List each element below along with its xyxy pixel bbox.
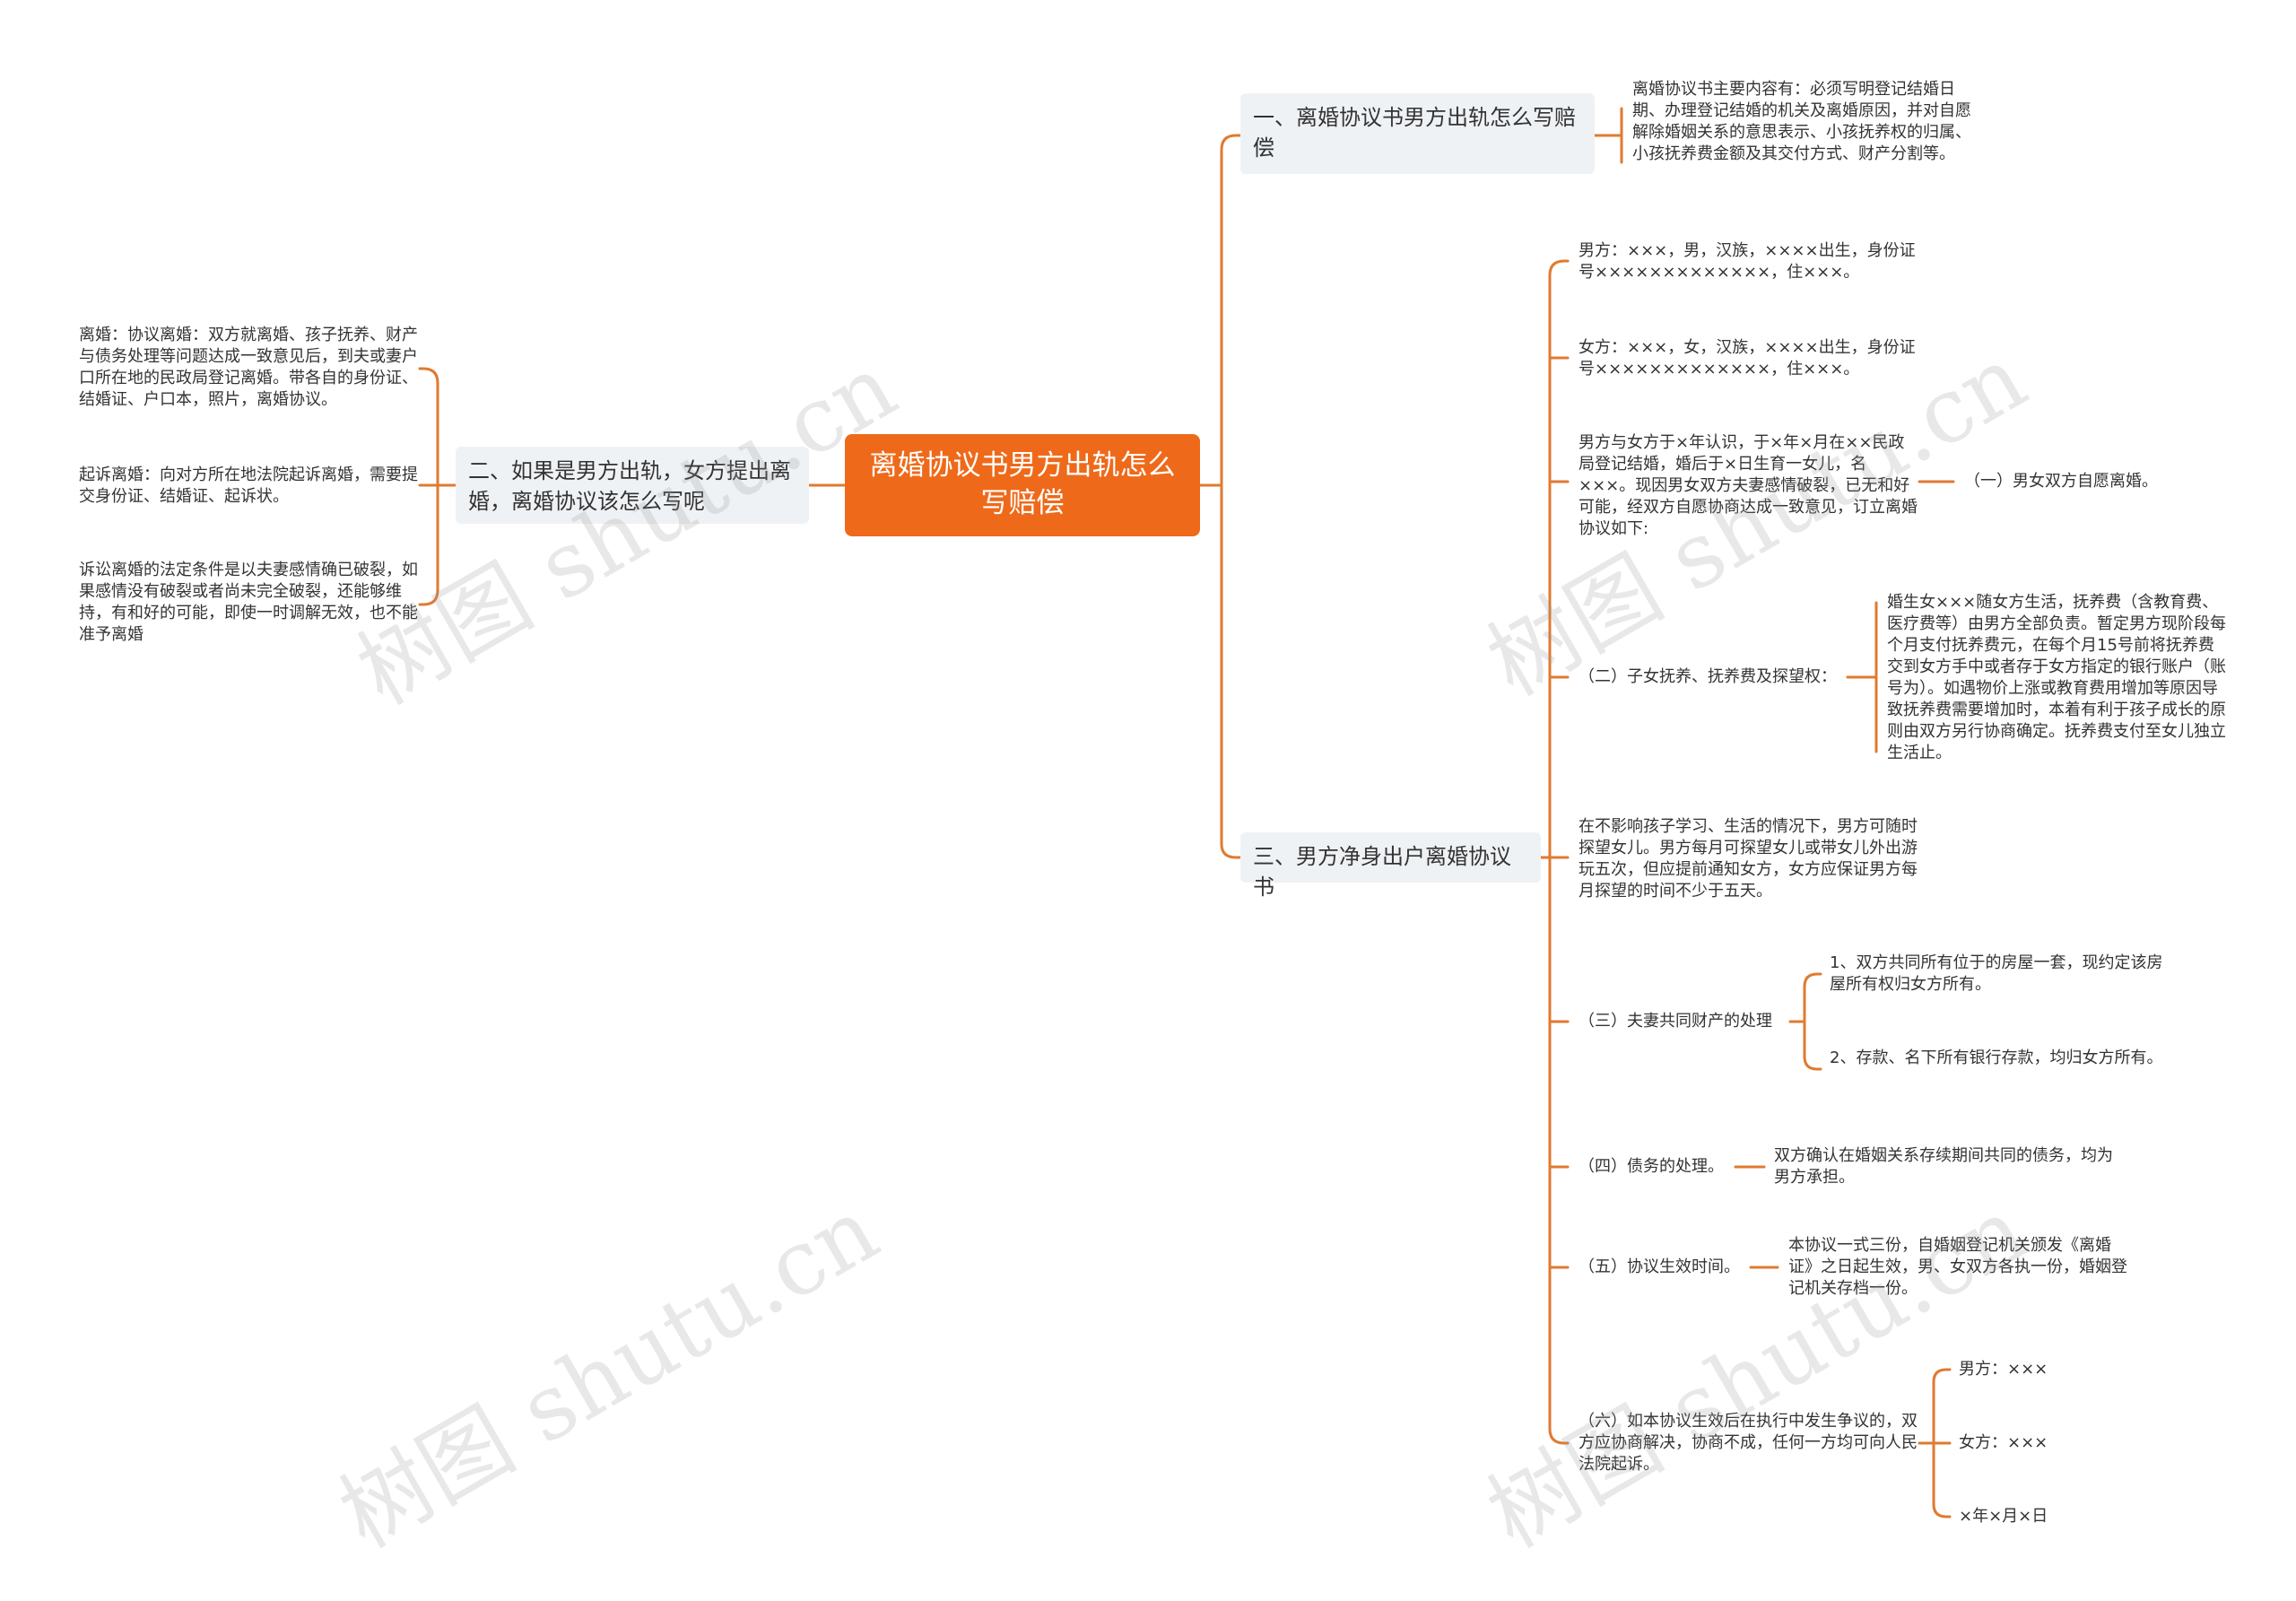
clause-4-detail: 双方确认在婚姻关系存续期间共同的债务，均为男方承担。 <box>1774 1146 2113 1187</box>
clause-2-detail: 婚生女×××随女方生活，抚养费（含教育费、医疗费等）由男方全部负责。暂定男方现阶… <box>1887 593 2226 762</box>
clause-5: （五）协议生效时间。 <box>1578 1257 1740 1276</box>
visitation-note: 在不影响孩子学习、生活的情况下，男方可随时探望女儿。男方每月可探望女儿或带女儿外… <box>1578 817 1918 901</box>
party-woman: 女方：×××，女，汉族，××××出生，身份证号×××××××××××××，住××… <box>1578 338 1916 378</box>
signature-man: 男方：××× <box>1959 1360 2048 1379</box>
clause-3-deposits: 2、存款、名下所有银行存款，均归女方所有。 <box>1830 1048 2163 1067</box>
signature-woman: 女方：××× <box>1959 1433 2048 1452</box>
marriage-background: 男方与女方于×年认识，于×年×月在××民政局登记结婚，婚后于×日生育一女儿，名×… <box>1578 433 1918 538</box>
clause-3-house: 1、双方共同所有位于的房屋一套，现约定该房屋所有权归女方所有。 <box>1830 953 2163 994</box>
clause-3: （三）夫妻共同财产的处理 <box>1578 1012 1772 1031</box>
litigation-conditions: 诉讼离婚的法定条件是以夫妻感情确已破裂，如果感情没有破裂或者尚未完全破裂，还能够… <box>79 561 418 644</box>
branch-male-infidelity[interactable]: 二、如果是男方出轨，女方提出离婚，离婚协议该怎么写呢 <box>456 447 809 524</box>
divorce-by-lawsuit: 起诉离婚：向对方所在地法院起诉离婚，需要提交身份证、结婚证、起诉状。 <box>79 466 418 506</box>
clause-2: （二）子女抚养、抚养费及探望权： <box>1578 667 1837 686</box>
clause-4: （四）债务的处理。 <box>1578 1157 1724 1176</box>
clause-1: （一）男女双方自愿离婚。 <box>1964 472 2158 491</box>
party-man: 男方：×××，男，汉族，××××出生，身份证号×××××××××××××，住××… <box>1578 241 1916 282</box>
clause-6: （六）如本协议生效后在执行中发生争议的，双方应协商解决，协商不成，任何一方均可向… <box>1578 1412 1918 1474</box>
signature-date: ×年×月×日 <box>1959 1507 2048 1526</box>
clause-5-detail: 本协议一式三份，自婚姻登记机关颁发《离婚证》之日起生效，男、女双方各执一份，婚姻… <box>1788 1236 2127 1298</box>
branch-compensation-note: 离婚协议书主要内容有：必须写明登记结婚日期、办理登记结婚的机关及离婚原因，并对自… <box>1632 80 1971 163</box>
branch-agreement-template[interactable]: 三、男方净身出户离婚协议书 <box>1240 832 1541 900</box>
root-topic[interactable]: 离婚协议书男方出轨怎么写赔偿 <box>845 434 1200 536</box>
branch-compensation[interactable]: 一、离婚协议书男方出轨怎么写赔偿 <box>1240 93 1595 174</box>
divorce-by-agreement: 离婚：协议离婚：双方就离婚、孩子抚养、财产与债务处理等问题达成一致意见后，到夫或… <box>79 326 418 409</box>
